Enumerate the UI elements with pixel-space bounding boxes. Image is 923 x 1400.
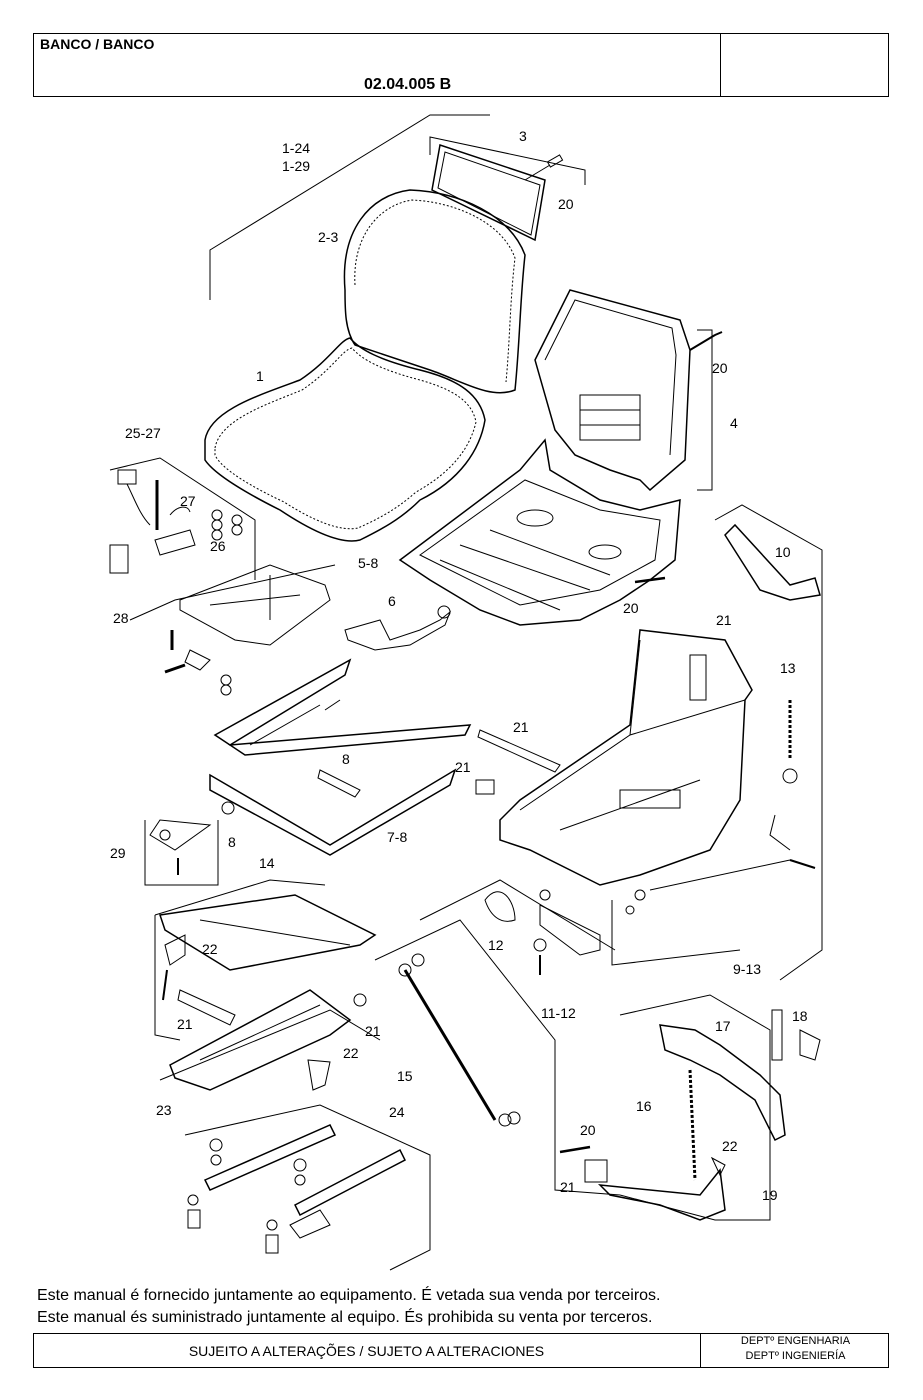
header-divider: [720, 33, 721, 97]
notice-line-es: Este manual és suministrado juntamente a…: [37, 1309, 653, 1326]
bracket-15: [374, 919, 621, 1196]
dept-ingenieria: DEPTº INGENIERÍA: [745, 1350, 846, 1362]
bracket-24: [184, 1104, 431, 1271]
seat-pan: [398, 438, 681, 626]
bracket-10-13: [714, 504, 823, 981]
slide-rail: [203, 1124, 337, 1191]
bracket-19: [619, 994, 771, 1221]
callout-21-stop: 21: [365, 1023, 381, 1039]
bracket-14: [154, 879, 326, 916]
callout-15: 15: [397, 1068, 413, 1084]
drawing-code: 02.04.005 B: [364, 76, 452, 93]
callout-21-frame: 21: [716, 612, 732, 628]
dept-engenharia: DEPTº ENGENHARIA: [740, 1335, 851, 1347]
callout-28: 28: [113, 610, 129, 626]
footer-frame: [33, 1333, 889, 1368]
callout-20-lever: 20: [580, 1122, 596, 1138]
page-title: BANCO / BANCO: [40, 36, 155, 52]
callout-11-12: 11-12: [541, 1005, 576, 1021]
bracket-11-12: [419, 879, 616, 951]
callout-16: 16: [636, 1098, 652, 1114]
callout-20-back: 20: [712, 360, 728, 376]
callout-17: 17: [715, 1018, 731, 1034]
seat-cushion: [204, 337, 486, 542]
callout-21-slide: 21: [177, 1016, 193, 1032]
headrest: [431, 144, 546, 242]
callout-8-bushing: 8: [228, 834, 236, 850]
bracket-14-side: [154, 915, 181, 1041]
callout-1: 1: [256, 368, 264, 384]
base-frame: [499, 629, 753, 886]
callout-5-8: 5-8: [358, 555, 379, 571]
callout-1-24: 1-24: [282, 140, 311, 156]
callout-22-lever: 22: [722, 1138, 738, 1154]
footer-divider: [700, 1333, 701, 1368]
callout-20-headrest: 20: [558, 196, 574, 212]
header-frame: [33, 33, 889, 97]
gas-spring: [403, 969, 497, 1121]
bracket-4: [697, 329, 713, 491]
callout-27: 27: [180, 493, 196, 509]
callout-8-frame: 8: [342, 751, 350, 767]
callout-7-8: 7-8: [387, 829, 408, 845]
callout-29: 29: [110, 845, 126, 861]
callout-18: 18: [792, 1008, 808, 1024]
callout-3: 3: [519, 128, 527, 144]
bracket-9-13: [611, 900, 741, 966]
adjust-lever: [659, 1024, 786, 1142]
callout-9-13: 9-13: [733, 961, 762, 977]
callout-20-base: 20: [623, 600, 639, 616]
switch-plate: [179, 564, 331, 646]
callout-14: 14: [259, 855, 275, 871]
callout-24: 24: [389, 1104, 405, 1120]
slide-plate: [169, 989, 352, 1091]
callout-22-plate: 22: [343, 1045, 359, 1061]
armrest-bracket: [724, 523, 821, 601]
callout-13: 13: [780, 660, 796, 676]
callout-26: 26: [210, 538, 226, 554]
exploded-seat-diagram: [109, 114, 823, 1271]
bracket-1-24: [209, 114, 490, 300]
callout-2-3: 2-3: [318, 229, 339, 245]
callout-23: 23: [156, 1102, 172, 1118]
callout-22-slide: 22: [202, 941, 218, 957]
bracket-28: [129, 564, 336, 621]
footer-note: SUJEITO A ALTERAÇÕES / SUJETO A ALTERACI…: [188, 1343, 545, 1359]
seat-frame: [213, 658, 352, 746]
backrest-cushion: [343, 189, 526, 394]
callout-4: 4: [730, 415, 738, 431]
bracket-3: [429, 136, 586, 185]
callout-21-clip: 21: [455, 759, 471, 775]
seat-stopper: [344, 610, 452, 651]
notice-line-pt: Este manual é fornecido juntamente ao eq…: [37, 1287, 661, 1304]
callout-21-lever: 21: [560, 1179, 576, 1195]
callout-1-29: 1-29: [282, 158, 311, 174]
callout-25-27: 25-27: [125, 425, 161, 441]
seat-slide: [159, 894, 377, 971]
backrest-shell: [534, 289, 691, 492]
bracket-29: [144, 820, 219, 886]
callout-12: 12: [488, 937, 504, 953]
bracket-23: [159, 1009, 381, 1081]
bracket-25-27: [109, 457, 256, 580]
callout-10: 10: [775, 544, 791, 560]
callout-6: 6: [388, 593, 396, 609]
callout-19: 19: [762, 1187, 778, 1203]
callout-21-rail: 21: [513, 719, 529, 735]
